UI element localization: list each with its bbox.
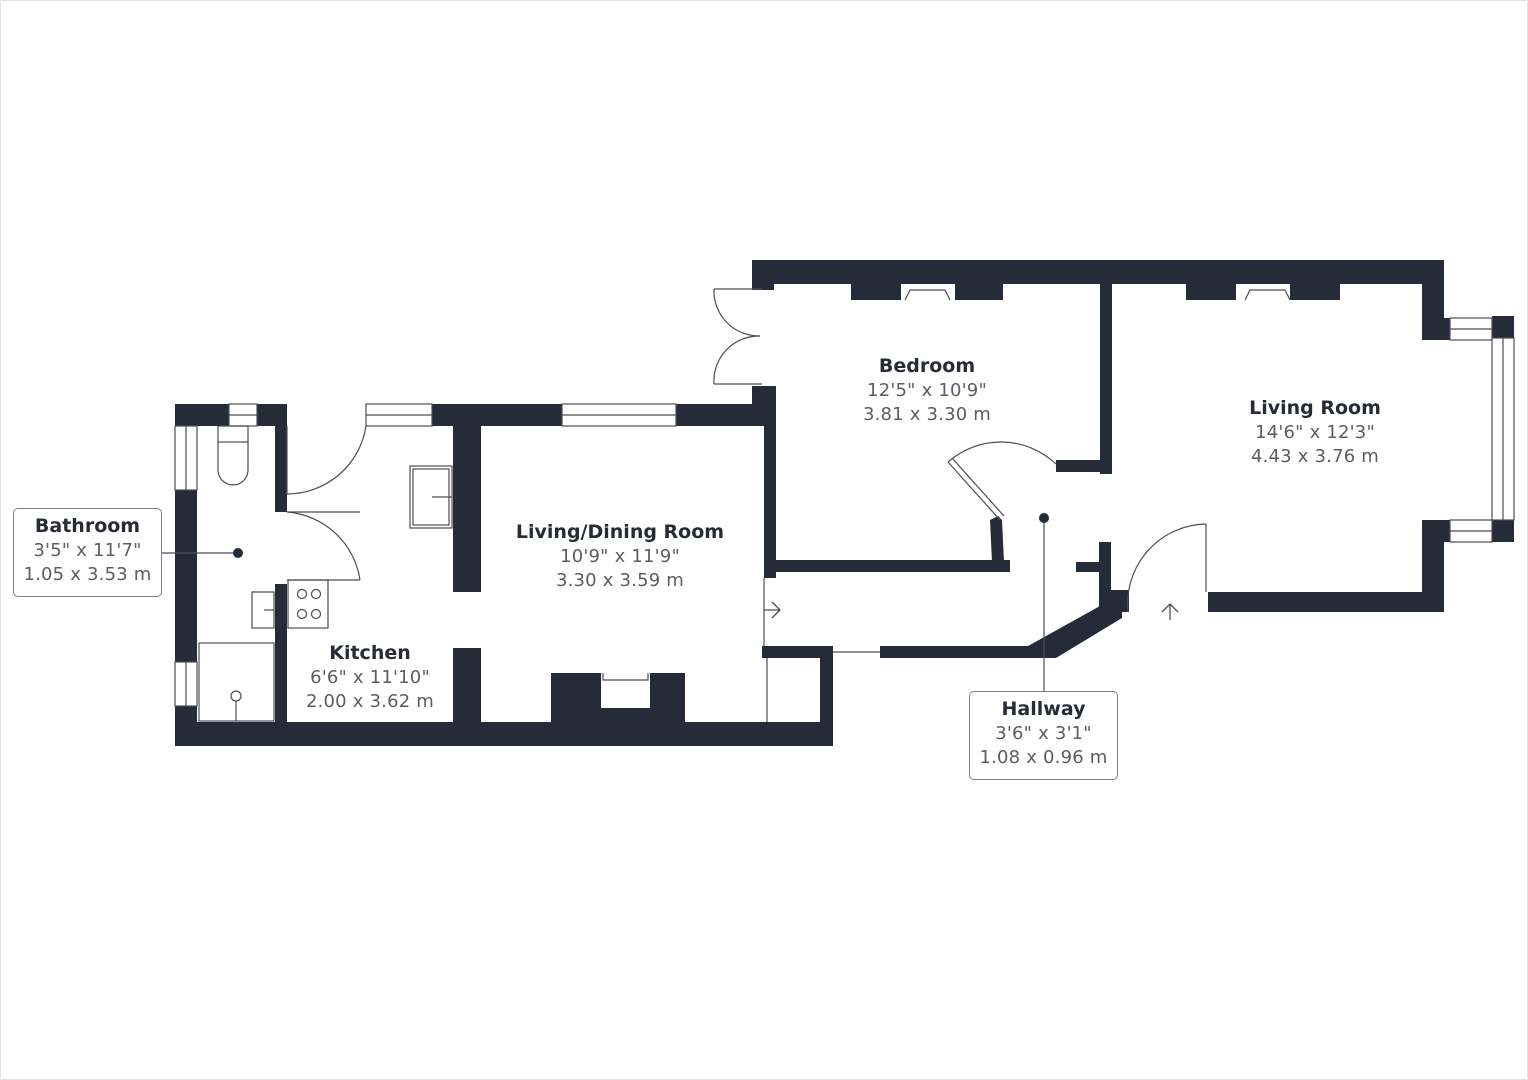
room-dims-imperial: 10'9" x 11'9" bbox=[560, 546, 680, 567]
wall-hallway-angled bbox=[880, 606, 1122, 658]
room-name: Kitchen bbox=[329, 642, 411, 664]
wall-bedroom-south bbox=[775, 560, 1010, 572]
right-arrow-icon bbox=[764, 601, 781, 619]
wall-living-south bbox=[1208, 592, 1444, 612]
room-dims-metric: 3.81 x 3.30 m bbox=[862, 404, 992, 425]
room-name: Bedroom bbox=[878, 355, 976, 377]
room-dims-metric: 2.00 x 3.62 m bbox=[305, 691, 435, 712]
arrows bbox=[764, 601, 1179, 620]
room-dims-metric: 1.05 x 3.53 m bbox=[23, 564, 152, 585]
room-dims-imperial: 14'6" x 12'3" bbox=[1255, 422, 1375, 443]
room-dims-imperial: 3'6" x 3'1" bbox=[995, 723, 1092, 744]
wall-bath-kitchen-bottom bbox=[275, 584, 287, 724]
room-label-hallway: Hallway 3'6" x 3'1" 1.08 x 0.96 m bbox=[969, 691, 1118, 780]
bathroom-marker-dot bbox=[233, 548, 243, 558]
room-name: Living/Dining Room bbox=[515, 521, 725, 543]
wall-south bbox=[175, 722, 833, 746]
room-dims-imperial: 6'6" x 11'10" bbox=[310, 667, 430, 688]
room-dims-metric: 3.30 x 3.59 m bbox=[555, 570, 685, 591]
room-dims-metric: 1.08 x 0.96 m bbox=[979, 747, 1108, 768]
room-label-bathroom: Bathroom 3'5" x 11'7" 1.05 x 3.53 m bbox=[13, 508, 162, 597]
wall-kitchen-divider-bottom bbox=[453, 648, 481, 722]
room-name: Living Room bbox=[1249, 397, 1381, 419]
room-dims-imperial: 12'5" x 10'9" bbox=[867, 380, 987, 401]
room-dims-metric: 4.43 x 3.76 m bbox=[1250, 446, 1380, 467]
room-dims-imperial: 3'5" x 11'7" bbox=[33, 540, 142, 561]
wall-top-mid bbox=[432, 404, 562, 426]
wall-bath-kitchen-top bbox=[275, 404, 287, 512]
up-arrow-icon bbox=[1161, 603, 1179, 620]
fixtures bbox=[174, 288, 1515, 722]
wall-north bbox=[752, 260, 1444, 284]
room-label-living-room: Living Room 14'6" x 12'3" 4.43 x 3.76 m bbox=[1225, 395, 1405, 469]
wall-bath-top-left bbox=[175, 404, 229, 426]
wall-bath-left bbox=[175, 490, 197, 662]
hallway-marker-dot bbox=[1039, 513, 1049, 523]
wall-kitchen-divider-top bbox=[453, 426, 481, 592]
wall-bedroom-living bbox=[1100, 284, 1112, 474]
walls bbox=[175, 260, 1514, 746]
room-label-kitchen: Kitchen 6'6" x 11'10" 2.00 x 3.62 m bbox=[290, 640, 450, 714]
wall-dining-bedroom bbox=[764, 386, 776, 578]
room-label-bedroom: Bedroom 12'5" x 10'9" 3.81 x 3.30 m bbox=[842, 353, 1012, 427]
room-name: Bathroom bbox=[34, 515, 141, 537]
room-name: Hallway bbox=[1001, 698, 1086, 720]
room-label-living-dining: Living/Dining Room 10'9" x 11'9" 3.30 x … bbox=[505, 519, 735, 593]
callout-leaders bbox=[162, 518, 1045, 691]
